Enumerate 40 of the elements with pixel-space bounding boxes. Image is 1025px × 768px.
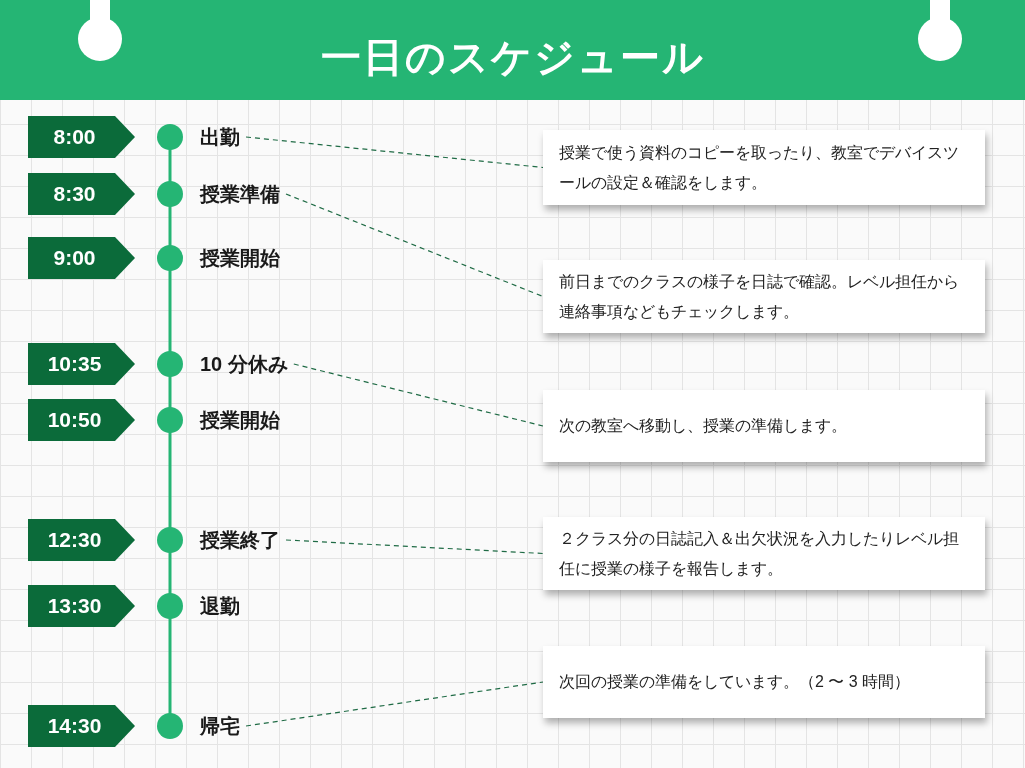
time-tag bbox=[28, 705, 135, 747]
time-text: 14:30 bbox=[47, 714, 102, 738]
event-label: 出勤 bbox=[200, 121, 240, 153]
time-text: 10:50 bbox=[47, 408, 102, 432]
note-card bbox=[543, 130, 985, 205]
event-label: 授業準備 bbox=[200, 178, 280, 210]
event-label: 10 分休み bbox=[200, 348, 288, 380]
note-card bbox=[543, 390, 985, 462]
note-text: ２クラス分の日誌記入＆出欠状況を入力したりレベル担任に授業の様子を報告します。 bbox=[559, 528, 960, 579]
time-tag bbox=[28, 519, 135, 561]
leader-line bbox=[245, 681, 544, 727]
note-card bbox=[543, 646, 985, 718]
time-text: 8:00 bbox=[53, 125, 96, 149]
time-text: 13:30 bbox=[47, 594, 102, 618]
note-card bbox=[543, 260, 985, 333]
note-text: 授業で使う資料のコピーを取ったり、教室でデバイスツールの設定＆確認をします。 bbox=[559, 142, 960, 193]
time-text: 10:35 bbox=[47, 352, 102, 376]
time-tag bbox=[28, 237, 135, 279]
event-label: 退勤 bbox=[200, 590, 240, 622]
time-text: 9:00 bbox=[53, 246, 96, 270]
title: 一日のスケジュール bbox=[319, 34, 706, 81]
time-text: 12:30 bbox=[47, 528, 102, 552]
note-card bbox=[543, 517, 985, 590]
time-tag bbox=[28, 116, 135, 158]
event-label: 帰宅 bbox=[200, 710, 240, 742]
leader-line bbox=[285, 539, 544, 555]
time-tag bbox=[28, 343, 135, 385]
note-text: 次回の授業の準備をしています。（2 〜 3 時間） bbox=[559, 672, 911, 692]
note-text: 次の教室へ移動し、授業の準備します。 bbox=[559, 416, 847, 436]
time-text: 8:30 bbox=[53, 182, 96, 206]
time-tag bbox=[28, 399, 135, 441]
leader-line bbox=[245, 136, 544, 169]
note-text: 前日までのクラスの様子を日誌で確認。レベル担任から連絡事項などもチェックします。 bbox=[559, 271, 960, 322]
event-label: 授業終了 bbox=[200, 524, 280, 556]
leader-line bbox=[285, 193, 544, 298]
leader-line bbox=[293, 363, 544, 427]
event-label: 授業開始 bbox=[200, 242, 280, 274]
time-tag bbox=[28, 585, 135, 627]
event-label: 授業開始 bbox=[200, 404, 280, 436]
time-tag bbox=[28, 173, 135, 215]
